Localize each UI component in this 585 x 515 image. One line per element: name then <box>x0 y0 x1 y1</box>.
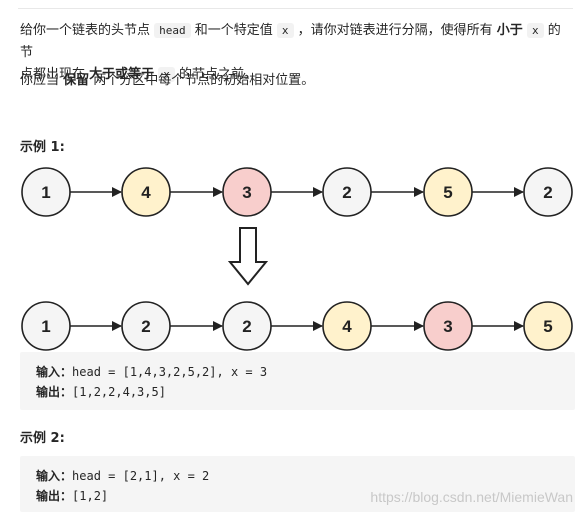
input-value: head = [2,1], x = 2 <box>72 469 210 483</box>
list-node-value: 1 <box>41 183 50 202</box>
list-node-value: 3 <box>242 183 251 202</box>
input-label: 输入： <box>36 469 73 483</box>
list-node-value: 2 <box>242 317 251 336</box>
desc-text: 点都出现在 <box>20 67 90 82</box>
code-x: x <box>158 67 175 82</box>
desc-text: 的节点之前。 <box>174 67 258 82</box>
emphasis-preserve: 保留 <box>63 73 90 88</box>
list-node-value: 4 <box>342 317 352 336</box>
list-node-value: 5 <box>543 317 552 336</box>
example1-title: 示例 1: <box>20 140 65 155</box>
output-label: 输出： <box>36 385 73 399</box>
problem-description: 给你一个链表的头节点 head 和一个特定值 x ，请你对链表进行分隔，使得所有… <box>20 20 570 86</box>
emphasis-greater-equal: 大于或等于 <box>89 67 155 82</box>
example2-code-block: 输入：head = [2,1], x = 2 输出：[1,2] <box>20 456 575 512</box>
list-node-value: 2 <box>141 317 150 336</box>
list-node-value: 3 <box>443 317 452 336</box>
example2-input-line: 输入：head = [2,1], x = 2 <box>36 466 575 486</box>
list-node-value: 2 <box>543 183 552 202</box>
desc-text: 给你一个链表的头节点 <box>20 23 155 38</box>
list-node-value: 5 <box>443 183 452 202</box>
output-list-row: 1 2 2 4 3 5 <box>21 301 573 351</box>
emphasis-less-than: 小于 <box>496 23 523 38</box>
desc-text: 你应当 <box>20 73 64 88</box>
desc-text: 和一个特定值 <box>190 23 277 38</box>
input-list-row: 1 4 3 2 5 2 <box>21 167 573 217</box>
top-divider <box>18 8 573 9</box>
linked-list-diagram: 1 4 3 2 5 2 1 2 2 4 3 5 <box>21 167 573 351</box>
desc-text: 的节 <box>20 23 561 60</box>
example1-input-line: 输入：head = [1,4,3,2,5,2], x = 3 <box>36 362 575 382</box>
output-value: [1,2,2,4,3,5] <box>72 385 166 399</box>
code-x: x <box>276 23 294 38</box>
transform-arrow-icon <box>227 227 269 286</box>
preserve-order-note: 你应当 保留 两个分区中每个节点的初始相对位置。 <box>20 70 570 92</box>
desc-text: ，请你对链表进行分隔，使得所有 <box>293 23 497 38</box>
code-x: x <box>526 23 544 38</box>
input-value: head = [1,4,3,2,5,2], x = 3 <box>72 365 268 379</box>
example1-output-line: 输出：[1,2,2,4,3,5] <box>36 382 575 402</box>
list-node <box>523 167 573 217</box>
desc-text: 两个分区中每个节点的初始相对位置。 <box>89 73 315 88</box>
list-node <box>523 301 573 351</box>
example1-code-block: 输入：head = [1,4,3,2,5,2], x = 3 输出：[1,2,2… <box>20 352 575 410</box>
list-node-value: 1 <box>41 317 50 336</box>
output-label: 输出： <box>36 489 73 503</box>
example2-title: 示例 2: <box>20 431 65 446</box>
example2-output-line: 输出：[1,2] <box>36 486 575 506</box>
output-value: [1,2] <box>72 489 109 503</box>
list-node-value: 2 <box>342 183 351 202</box>
list-node-value: 4 <box>141 183 151 202</box>
watermark: https://blog.csdn.net/MiemieWan <box>370 489 573 505</box>
code-head: head <box>154 23 191 38</box>
input-label: 输入： <box>36 365 73 379</box>
